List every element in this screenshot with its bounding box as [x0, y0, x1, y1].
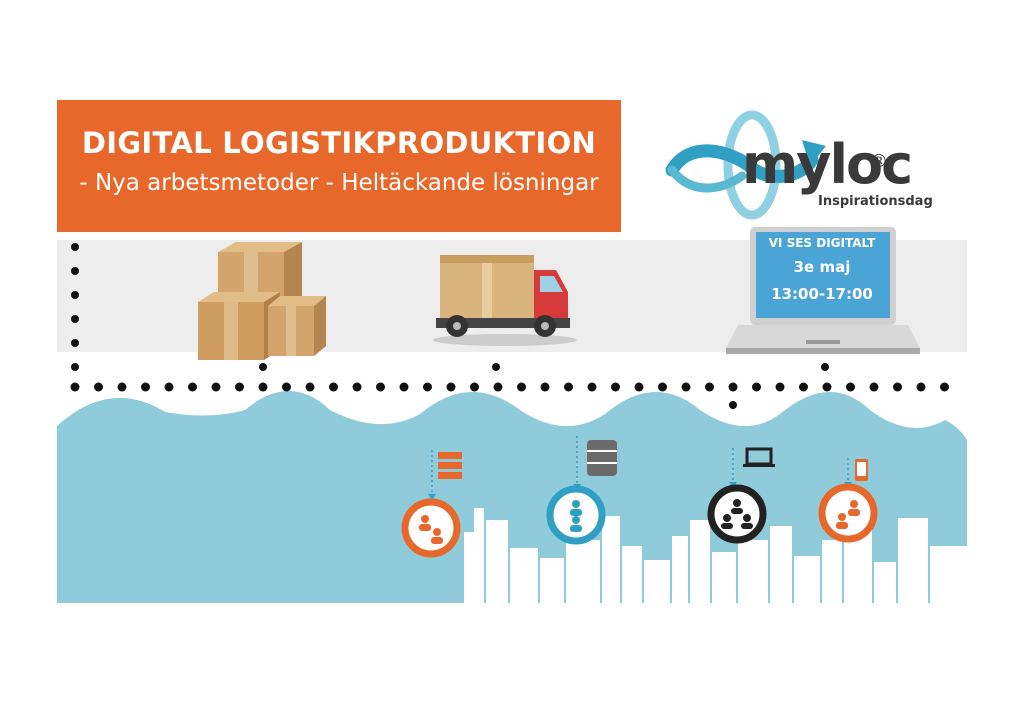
cardboard-boxes-icon [198, 242, 326, 360]
myloc-logo-swoosh-icon [665, 110, 826, 220]
connector-arrows [431, 436, 849, 494]
screen-time: 13:00-17:00 [771, 285, 873, 303]
timeline-dot [705, 382, 714, 392]
timeline-dot [728, 382, 738, 392]
timeline-dot [305, 382, 315, 392]
laptop-icon [726, 227, 920, 354]
database-icon [587, 440, 617, 476]
registered-mark: ® [870, 151, 888, 172]
timeline-dot [117, 382, 127, 392]
timeline-dot [399, 382, 409, 392]
timeline-dot [282, 382, 291, 392]
screen-headline: VI SES DIGITALT [768, 236, 876, 250]
dotted-line-horizontal [70, 382, 949, 392]
delivery-truck-icon [433, 255, 577, 346]
smartphone-icon [855, 459, 868, 481]
timeline-dot [564, 382, 573, 392]
timeline-dot [611, 382, 620, 392]
timeline-dot [893, 382, 902, 392]
timeline-dot [587, 382, 597, 392]
timeline-dot [352, 382, 362, 392]
banner-subtitle: - Nya arbetsmetoder - Heltäckande lösnin… [79, 170, 599, 196]
timeline-dot [188, 382, 197, 392]
timeline-dot [70, 382, 80, 392]
timeline-dot [94, 382, 103, 392]
timeline-dot [634, 382, 644, 392]
timeline-dot [916, 382, 926, 392]
timeline-dot [493, 382, 503, 392]
server-rack-icon [438, 452, 462, 479]
screen-date: 3e maj [793, 258, 851, 276]
banner-title: DIGITAL LOGISTIKPRODUKTION [81, 126, 597, 160]
timeline-dot [517, 382, 526, 392]
timeline-dot [869, 382, 879, 392]
timeline-dot [846, 382, 855, 392]
small-laptop-icon [743, 447, 775, 467]
title-banner: DIGITAL LOGISTIKPRODUKTION - Nya arbetsm… [57, 100, 621, 232]
people-group-circle-teal [546, 485, 606, 545]
timeline-dot [540, 382, 550, 392]
timeline-dot [141, 382, 150, 392]
timeline-dot [211, 382, 221, 392]
timeline-dot [681, 382, 691, 392]
myloc-logo-text: myloc [742, 133, 913, 196]
timeline-dot [423, 382, 432, 392]
timeline-dot [376, 382, 385, 392]
dotted-timeline [71, 243, 829, 409]
timeline-dot [446, 382, 456, 392]
timeline-dot [235, 382, 244, 392]
timeline-dot [658, 382, 667, 392]
people-group-circle-dark [707, 484, 767, 544]
people-group-circle-orange-2 [818, 483, 878, 543]
timeline-dot [164, 382, 174, 392]
timeline-dot [799, 382, 808, 392]
timeline-dot [775, 382, 785, 392]
timeline-dot [822, 382, 832, 392]
timeline-dot [329, 382, 338, 392]
logo-tagline: Inspirationsdag [818, 194, 933, 209]
timeline-dot [940, 382, 949, 392]
timeline-dot [470, 382, 479, 392]
timeline-dot [258, 382, 268, 392]
timeline-dot [752, 382, 761, 392]
people-group-circle-orange [401, 498, 461, 558]
city-skyline [464, 508, 967, 604]
